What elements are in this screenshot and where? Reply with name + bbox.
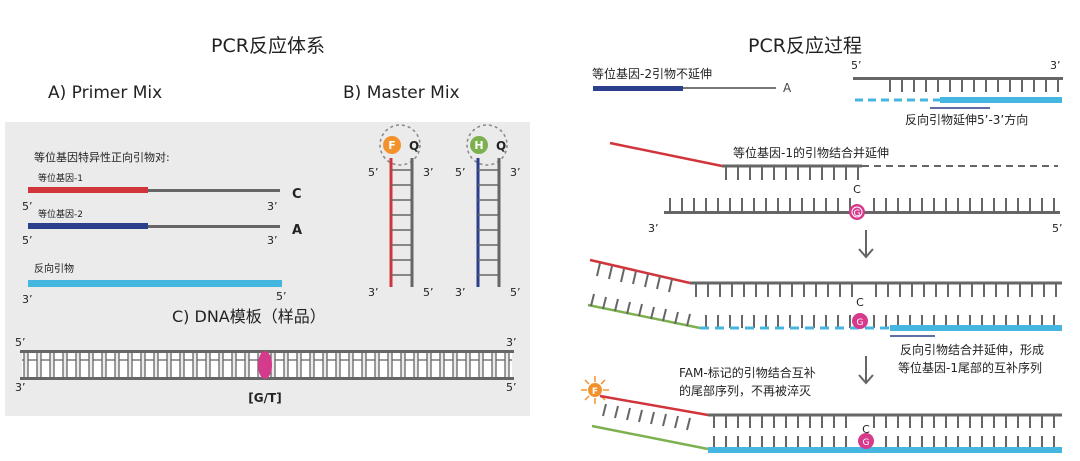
- template-3prime-right: 3’: [506, 336, 517, 349]
- hex-5prime-top: 5’: [455, 166, 466, 179]
- template-bottom-strand: [20, 377, 514, 380]
- hex-fluorophore: [470, 136, 488, 154]
- step2-snp-g-inner: [851, 206, 863, 218]
- step3-red-tail-rungs: [596, 262, 673, 293]
- allele1-5prime: 5’: [22, 200, 33, 213]
- allele2-3prime: 3’: [267, 234, 278, 247]
- step4-base-c: C: [862, 423, 870, 436]
- template-3prime-left: 3’: [15, 381, 26, 394]
- fam-5prime-top: 5’: [368, 166, 379, 179]
- right-title: PCR反应过程: [748, 35, 862, 57]
- allele1-label: 等位基因-1: [38, 172, 83, 184]
- master-mix-label: B) Master Mix: [343, 83, 460, 103]
- fam-quencher-ring: [379, 124, 421, 166]
- allele2-base: A: [292, 223, 302, 238]
- fam-burst-letter: F: [592, 387, 598, 397]
- step3-top-rungs: [695, 283, 1057, 297]
- step3-snp-g: [852, 313, 868, 329]
- reverse-primer-bar: [28, 280, 282, 287]
- step2-primer-rungs: [725, 166, 859, 180]
- hex-fluorophore-letter: H: [474, 139, 483, 152]
- step2-3prime: 3’: [648, 222, 659, 235]
- step3-red-tail: [589, 258, 691, 285]
- primer-pair-heading: 等位基因特异性正向引物对:: [34, 150, 170, 164]
- allele1-bind-extend-label: 等位基因-1的引物结合并延伸: [733, 145, 889, 160]
- step1-navy-primer: [593, 86, 683, 91]
- step4-red-tail: [599, 394, 709, 417]
- template-top-strand: [20, 350, 514, 353]
- allele1-primer-gray: [148, 189, 280, 192]
- allele2-primer-navy: [28, 223, 148, 229]
- down-arrow-2: [858, 356, 874, 385]
- hex-quencher-letter: Q: [496, 139, 506, 153]
- template-5prime: 5’: [15, 336, 26, 349]
- reverse-primer-5prime: 5’: [276, 290, 287, 303]
- step1-5prime: 5’: [851, 59, 862, 72]
- primer-mix-label: A) Primer Mix: [48, 83, 162, 103]
- step4-red-tail-rungs: [602, 403, 691, 431]
- template-5prime-right: 5’: [506, 381, 517, 394]
- step2-base-g: G: [854, 209, 861, 219]
- step1-base-a: A: [783, 81, 792, 95]
- snp-marker: [258, 351, 272, 379]
- step4-bottom-rungs: [713, 436, 1055, 449]
- down-arrow-1: [858, 230, 874, 259]
- step4-reverse-strand: [708, 447, 1062, 453]
- allele2-no-extend-label: 等位基因-2引物不延伸: [592, 66, 712, 81]
- fam-line2: 的尾部序列，不再被淬灭: [679, 383, 811, 398]
- fam-quencher-letter: Q: [409, 139, 419, 153]
- reverse-primer-label: 反向引物: [34, 262, 74, 275]
- hex-probe-hairpin: H Q 5’ 3’ 3’ 5’: [455, 124, 521, 299]
- step1-rungs: [889, 80, 1059, 92]
- step2-red-tail: [609, 141, 723, 168]
- allele2-primer-gray: [148, 225, 280, 228]
- allele1-3prime: 3’: [267, 200, 278, 213]
- fam-line1: FAM-标记的引物结合互补: [679, 365, 816, 380]
- fam-stem-rungs: [391, 169, 412, 276]
- step4-green-tail: [591, 424, 709, 451]
- step1-gray-tail: [683, 87, 776, 89]
- allele2-5prime: 5’: [22, 234, 33, 247]
- hex-stem-rungs: [478, 169, 499, 276]
- step3-base-g: G: [857, 318, 864, 328]
- step4-top-rungs: [713, 415, 1055, 428]
- step1-template-strand: [853, 77, 1063, 80]
- step1-3prime: 3’: [1050, 59, 1061, 72]
- fam-3prime-bottom: 3’: [368, 286, 379, 299]
- fam-probe-hairpin: F Q 5’ 3’ 3’ 5’: [368, 124, 434, 299]
- step3-green-tail-rungs: [590, 293, 691, 327]
- fam-fluorophore-letter: F: [388, 139, 396, 152]
- hex-3prime-top: 3’: [510, 166, 521, 179]
- hex-quencher-ring: [466, 124, 508, 166]
- step2-snp-g: [849, 204, 865, 220]
- dna-template-label: C) DNA模板（样品）: [172, 307, 326, 326]
- step1-reverse-primer: [940, 97, 1062, 103]
- step3-reverse-primer: [890, 325, 1062, 331]
- fam-5prime-bottom: 5’: [423, 286, 434, 299]
- step3-base-c: C: [856, 296, 864, 309]
- hex-3prime-bottom: 3’: [455, 286, 466, 299]
- step2-base-c: C: [853, 183, 861, 196]
- reverse-bind-line2: 等位基因-1尾部的互补序列: [898, 360, 1042, 375]
- reverse-extend-label: 反向引物延伸5’-3’方向: [905, 112, 1028, 127]
- left-title: PCR反应体系: [211, 35, 325, 57]
- step4-snp-g: [858, 433, 874, 449]
- step2-template-rungs: [669, 198, 1055, 211]
- snp-label: [G/T]: [248, 391, 281, 405]
- reverse-bind-line1: 反向引物结合并延伸，形成: [900, 342, 1044, 357]
- allele1-base: C: [292, 187, 302, 202]
- step2-5prime: 5’: [1052, 222, 1063, 235]
- hex-5prime-bottom: 5’: [510, 286, 521, 299]
- allele1-primer-red: [28, 187, 148, 193]
- reverse-primer-3prime: 3’: [22, 293, 33, 306]
- fam-fluorophore: [383, 136, 401, 154]
- allele2-label: 等位基因-2: [38, 208, 83, 220]
- fam-3prime-top: 3’: [423, 166, 434, 179]
- step3-green-tail: [587, 303, 701, 330]
- step4-base-g: G: [863, 438, 870, 448]
